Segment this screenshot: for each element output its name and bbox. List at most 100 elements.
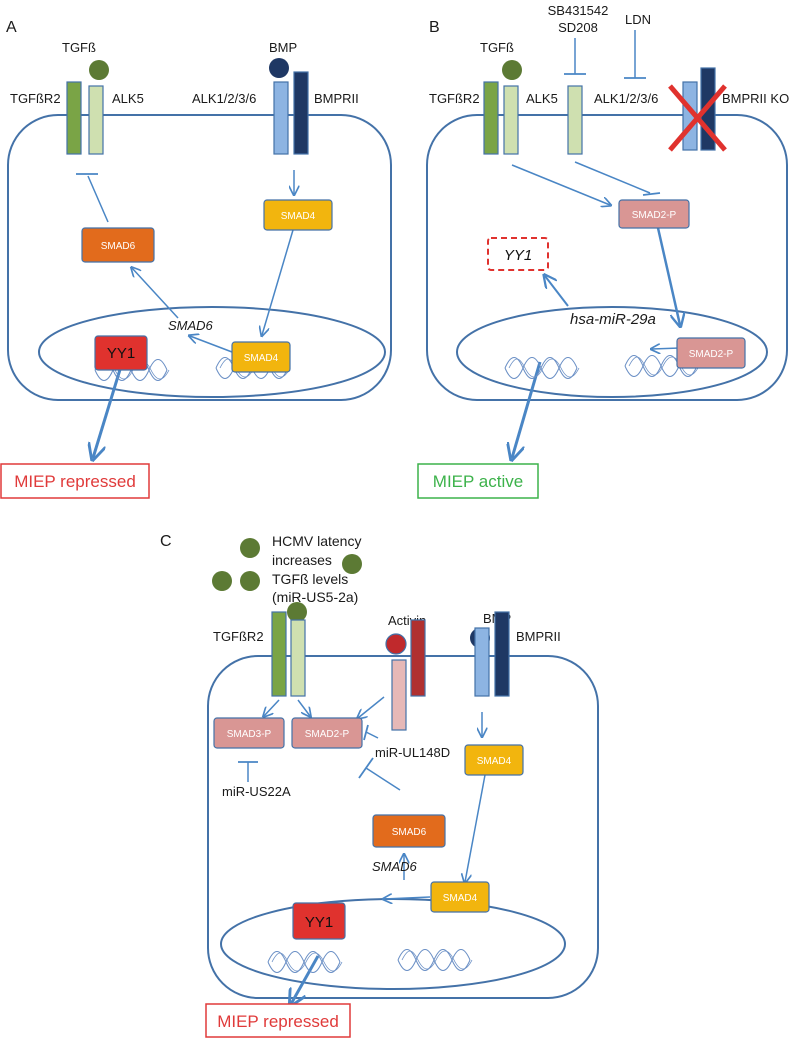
panel-b-inhibitor-ldn: LDN (625, 12, 651, 27)
panel-c-note-line2: increases (272, 552, 332, 568)
panel-a-outcome-box (0, 463, 150, 499)
panel-b-tgfb-ligand (502, 60, 522, 80)
panel-c-mir-us22a-label: miR-US22A (222, 784, 291, 799)
panel-b-tgfbr2-receptor (483, 81, 499, 155)
panel-c-bmprii-label: BMPRII (516, 629, 561, 644)
panel-b-inhibitor-sb431542: SB431542 (548, 3, 609, 18)
panel-a-tgfbr2-label: TGFßR2 (10, 91, 61, 106)
panel-a-smad6-inhibition-line (87, 175, 109, 223)
panel-a-smad4-box-label: SMAD4 (281, 211, 316, 222)
panel-a-outcome-label: MIEP repressed (14, 472, 136, 491)
panel-c-dna-left (267, 951, 343, 973)
panel-c-activin-ligand (385, 633, 407, 655)
panel-a-smad6-box-label: SMAD6 (101, 241, 136, 252)
panel-c-tgfb-ligand-2 (342, 554, 362, 574)
panel-c-alk5-to-smad2p-arrow (297, 699, 310, 716)
panel-c-nucleus (220, 898, 566, 990)
panel-b-alk5-to-smad2p-arrow (511, 164, 610, 205)
panel-c-smad6-box (372, 814, 446, 848)
panel-c-tgfb-ligand-5 (287, 602, 307, 622)
panel-a-smad4-nuclear-label: SMAD4 (244, 353, 279, 364)
panel-c-yy1-box (292, 902, 346, 940)
panel-b-smad2p-nuclear-label: SMAD2-P (689, 349, 734, 360)
panel-b-mirna-to-yy1-arrow (545, 276, 569, 307)
panel-b-outcome-box (417, 463, 539, 499)
panel-a-alk5-label: ALK5 (112, 91, 144, 106)
panel-c-note-line4: (miR-US5-2a) (272, 589, 358, 605)
panel-b-bmprii-ko-label: BMPRII KO (722, 91, 789, 106)
panel-c-dna-right (397, 949, 473, 971)
panel-b-smad2p-to-mirna-arrow (652, 348, 681, 349)
panel-c-tgfbr2-label: TGFßR2 (213, 629, 264, 644)
panel-c-smad4-nuclear-box (430, 881, 490, 913)
panel-a-cell-membrane (7, 114, 392, 401)
panel-b-inhibitor-sd208: SD208 (558, 20, 598, 35)
panel-a-bmp-ligand (269, 58, 289, 78)
panel-a-smad6-gene-label: SMAD6 (168, 318, 214, 333)
panel-c-nucleus-to-miep-arrow (291, 955, 320, 1004)
panel-c-activin-r1-receptor (391, 659, 407, 731)
panel-a-smad4-to-smad6-gene-arrow (190, 336, 233, 353)
panel-a-nucleus (38, 306, 386, 398)
panel-b-letter: B (429, 19, 440, 36)
panel-c-mir-ul148d-inhibition-line (365, 731, 379, 739)
panel-c-tgfb-ligand-4 (240, 571, 260, 591)
panel-c-smad6-gene-label: SMAD6 (372, 859, 418, 874)
panel-c-smad6-inhibition-bar (358, 757, 374, 779)
panel-c-smad6-inhibition-line (365, 767, 401, 791)
panel-c-note-line3: TGFß levels (272, 571, 348, 587)
panel-c-yy1-label: YY1 (305, 914, 333, 931)
panel-a-alk-bmp-label: ALK1/2/3/6 (192, 91, 256, 106)
panel-c-letter: C (160, 533, 172, 550)
panel-c-smad3p-box (213, 717, 285, 749)
panel-b-ko-x-stroke-2 (668, 84, 727, 152)
panel-a-yy1-box (94, 335, 148, 371)
panel-b-smad2p-nuclear-box (676, 337, 746, 369)
panel-a-bmp-label: BMP (269, 40, 297, 55)
panel-c-smad6-box-label: SMAD6 (392, 827, 427, 838)
panel-b-inhibited-path-line (574, 161, 651, 194)
panel-b-alk-bmp-label: ALK1/2/3/6 (594, 91, 658, 106)
panel-c-smad4-box (464, 744, 524, 776)
panel-a-smad4-to-nucleus-arrow (262, 229, 294, 335)
panel-b-mirna-label: hsa-miR-29a (570, 311, 656, 328)
panel-b-smad2p-box (618, 199, 690, 229)
panel-c-mir-ul148d-label: miR-UL148D (375, 745, 450, 760)
panel-a-alk5-receptor (88, 85, 104, 155)
panel-b-cell-membrane (426, 114, 788, 401)
panel-c-alk-bmp-receptor (474, 627, 490, 697)
panel-b-outcome-label: MIEP active (433, 472, 523, 491)
panel-b: B TGFß SB431542 SD208 LDN TGFßR2 ALK5 AL… (417, 3, 789, 499)
panel-b-inhibited-path-bar (642, 192, 661, 196)
panel-a-bmprii-label: BMPRII (314, 91, 359, 106)
panel-a-smad6-box (81, 227, 155, 263)
panel-c-alk5-receptor (290, 619, 306, 697)
panel-c-smad4-box-label: SMAD4 (477, 756, 512, 767)
panel-b-smad2p-box-label: SMAD2-P (632, 210, 677, 221)
panel-a: A TGFß BMP TGFßR2 ALK5 ALK1/2/3/6 BMPRII… (0, 19, 392, 499)
panel-c: C HCMV latency increases TGFß levels (mi… (160, 533, 599, 1038)
panel-c-tgfb-ligand-1 (240, 538, 260, 558)
panel-b-dna-left (504, 357, 580, 379)
panel-c-smad4-to-nucleus-arrow (465, 774, 486, 882)
panel-b-tgfbr2-label: TGFßR2 (429, 91, 480, 106)
panel-b-alk-inhibited-receptor (567, 85, 583, 155)
panel-c-bmprii-receptor (494, 611, 510, 697)
panel-a-letter: A (6, 19, 17, 36)
panel-c-outcome-label: MIEP repressed (217, 1012, 339, 1031)
panel-c-tgfbr2-receptor (271, 611, 287, 697)
panel-a-tgfb-ligand (89, 60, 109, 80)
panel-c-tgfb-ligand-3 (212, 571, 232, 591)
panel-b-nucleus (456, 306, 768, 398)
panel-c-smad2p-label: SMAD2-P (305, 729, 350, 740)
panel-b-alk5-label: ALK5 (526, 91, 558, 106)
panel-a-smad4-nuclear-box (231, 341, 291, 373)
panel-a-smad4-box (263, 199, 333, 231)
panel-b-yy1-repressed-box (487, 237, 549, 271)
panel-c-note-line1: HCMV latency (272, 533, 361, 549)
panel-c-activin-r2-receptor (410, 619, 426, 697)
panel-c-smad4-nuclear-label: SMAD4 (443, 893, 478, 904)
panel-c-mir-ul148d-inhibition-bar (363, 724, 369, 741)
panel-b-tgfb-label: TGFß (480, 40, 514, 55)
